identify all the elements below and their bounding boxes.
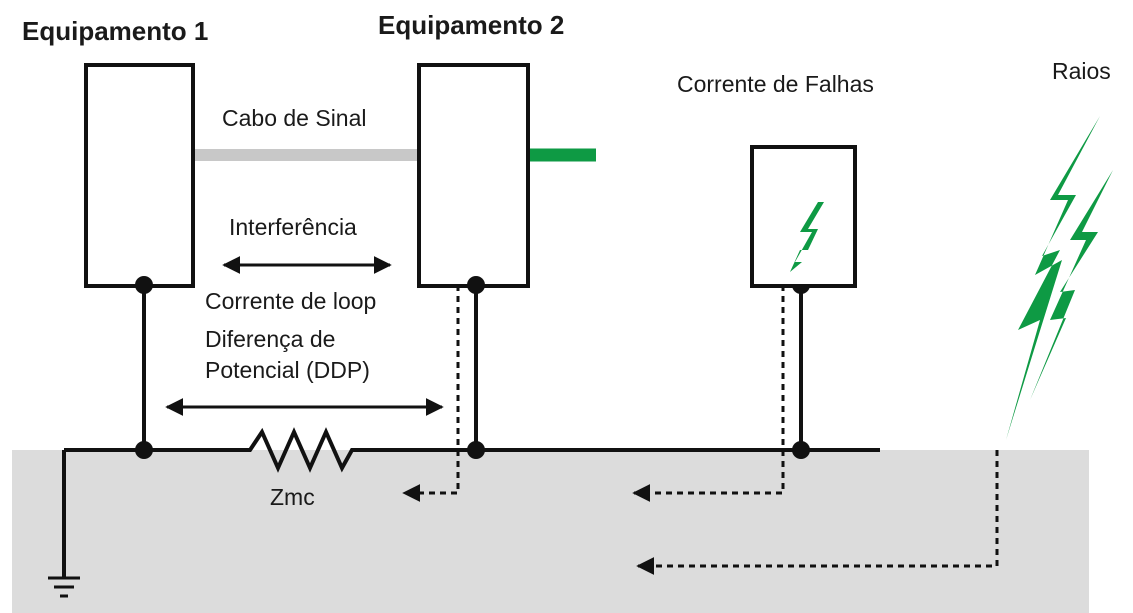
lightning-icon <box>1006 116 1113 440</box>
lightning-current-path <box>636 450 999 575</box>
equipment-1-title: Equipamento 1 <box>22 16 208 46</box>
ground-region <box>12 450 1089 613</box>
fault-lightning-icon <box>790 202 824 272</box>
ddp-label-line2: Potencial (DDP) <box>205 357 370 383</box>
junction-dot <box>467 276 485 294</box>
equipment-2-box <box>417 63 530 288</box>
lightning-label: Raios <box>1052 58 1111 84</box>
equipment-1-box <box>84 63 195 288</box>
fault-current-label: Corrente de Falhas <box>677 71 874 97</box>
ddp-label-line1: Diferença de <box>205 326 335 352</box>
impedance-label: Zmc <box>270 484 315 510</box>
junction-dot <box>135 276 153 294</box>
interference-label: Interferência <box>229 214 357 240</box>
junction-dot <box>467 441 485 459</box>
junction-dot <box>135 441 153 459</box>
signal-cable-label: Cabo de Sinal <box>222 105 367 131</box>
earth-ground-icon <box>48 576 80 598</box>
ground-bus <box>64 427 880 473</box>
loop-current-path <box>402 285 460 502</box>
fault-current-path <box>632 285 785 502</box>
loop-current-label: Corrente de loop <box>205 288 376 314</box>
equipment-2-title: Equipamento 2 <box>378 10 564 40</box>
fault-device-box <box>750 145 857 288</box>
